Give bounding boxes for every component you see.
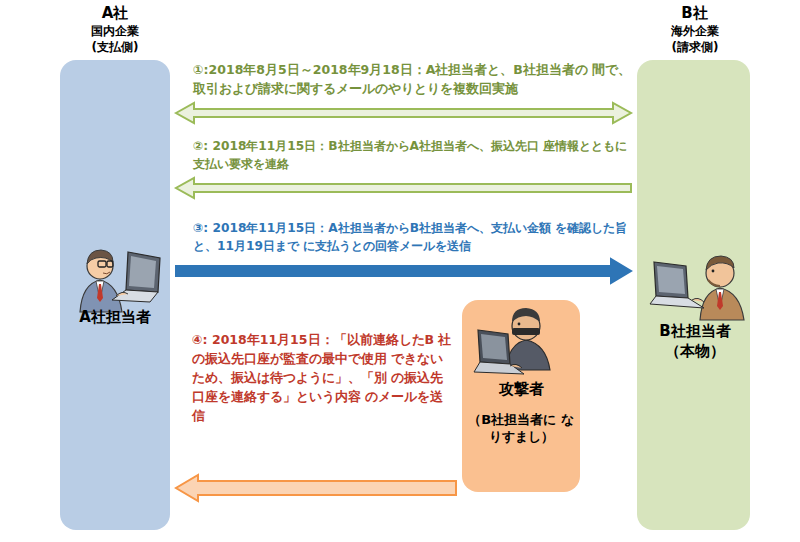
attacker-icon [474, 308, 550, 374]
edge-label: ④: 2018年11月15日：「以前連絡したB 社の振込先口座が監査の最中で使用… [192, 330, 454, 425]
attacker-box: 攻撃者 （B社担当者に なりすまし） [462, 300, 580, 492]
edge-label: ③: 2018年11月15日：A社担当者からB社担当者へ、支払い金額 を確認した… [193, 220, 633, 255]
column-band [637, 60, 750, 530]
node-text: （B社担当者に なりすまし） [468, 412, 574, 446]
company-heading: A社 [60, 4, 170, 24]
edge-label: ①:2018年8月5日～2018年9月18日：A社担当者と、B社担当者の 間で、… [193, 60, 633, 98]
column-band [60, 60, 170, 530]
a-person-icon [80, 250, 160, 312]
company-heading: B社 [637, 4, 752, 24]
company-column: A社国内企業 (支払側) A社担当者 [55, 0, 175, 532]
node-text: 国内企業 (支払側) [84, 24, 146, 55]
message-arrow [176, 103, 631, 123]
node-text: B社担当者 （本物） [649, 322, 741, 361]
node-text: 海外企業 (請求側) [664, 24, 726, 55]
message-arrow [176, 178, 631, 198]
message-arrow [176, 259, 631, 283]
node-text: A社担当者 [60, 308, 170, 328]
edge-label: ②: 2018年11月15日：B社担当者からA社担当者へ、振込先口 座情報ととも… [193, 138, 633, 173]
company-column: B社海外企業 (請求側) B社担当者 （本物） [632, 0, 757, 532]
message-arrow [176, 475, 456, 501]
b-person-icon [650, 256, 744, 320]
node-text: 攻撃者 [467, 380, 575, 400]
